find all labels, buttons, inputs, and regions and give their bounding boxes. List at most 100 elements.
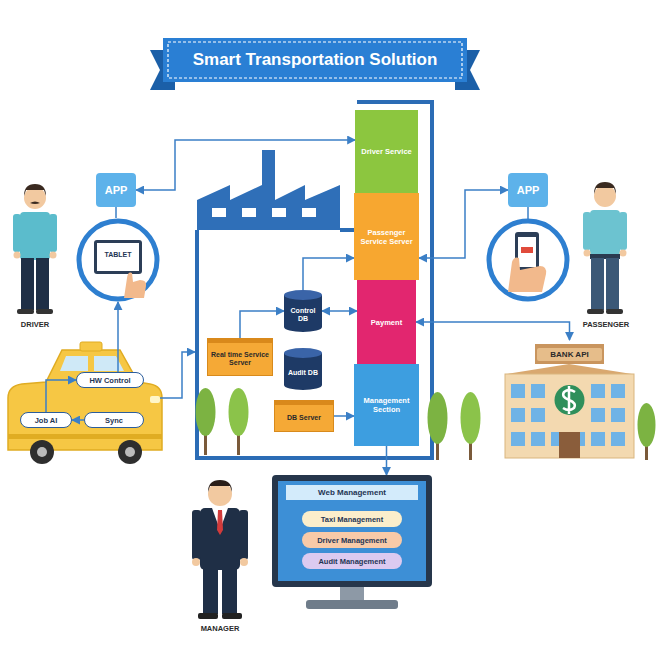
menu-pill: Audit Management	[302, 553, 402, 569]
passenger-figure-part	[594, 182, 616, 194]
node-text: APP	[517, 184, 540, 196]
taxi-car-part	[150, 396, 160, 403]
node-text: Driver Management	[317, 536, 387, 545]
passenger-phone-circle-part	[518, 237, 536, 267]
node-text: Web Management	[286, 485, 418, 500]
trees-part	[196, 388, 216, 436]
database-cylinder: Audit DB	[284, 348, 322, 390]
connector	[136, 140, 355, 190]
node-text: Audit DB	[286, 369, 320, 377]
passenger-phone-circle-part	[521, 247, 533, 253]
window	[591, 384, 605, 398]
title-text: Smart Transportation Solution	[170, 42, 460, 78]
passenger-figure	[583, 182, 627, 314]
passenger-figure-part	[583, 212, 591, 250]
title-banner-part	[163, 38, 467, 82]
trees-part	[428, 392, 448, 444]
manager-figure	[192, 480, 248, 619]
node-text: HW Control	[86, 376, 133, 385]
taxi-car-part	[8, 350, 162, 450]
server-box: DB Server	[274, 400, 334, 432]
manager-figure-part	[192, 558, 200, 566]
driver-figure-part	[36, 258, 49, 310]
window	[511, 432, 525, 446]
connector	[419, 190, 508, 258]
window	[611, 384, 625, 398]
driver-figure-part	[24, 187, 46, 209]
passenger-figure-part	[620, 250, 627, 257]
manager-figure-part	[198, 613, 218, 619]
node-text: Real time Service Server	[208, 351, 272, 367]
driver-figure	[13, 184, 57, 314]
manager-figure-part	[200, 508, 240, 570]
driver-figure-part	[49, 214, 57, 252]
ring	[79, 221, 157, 299]
figure-label: MANAGER	[190, 624, 250, 633]
manager-figure-part	[192, 510, 201, 560]
manager-figure-part	[203, 568, 218, 614]
roof	[507, 364, 632, 374]
monitor-stand	[306, 587, 398, 609]
cylinder-outline	[284, 348, 322, 390]
taxi-car	[8, 342, 162, 464]
tablet-frame	[94, 240, 142, 274]
tablet-illustration	[76, 218, 160, 302]
window	[611, 432, 625, 446]
passenger-figure-part	[606, 258, 619, 310]
passenger-figure-part	[619, 212, 627, 250]
node-text: Audit Management	[318, 557, 385, 566]
server-box: Real time Service Server	[207, 338, 273, 376]
service-box: Passenger Service Server	[354, 193, 419, 280]
node-text: APP	[105, 184, 128, 196]
node-text: DB Server	[284, 414, 324, 422]
module-pill: Job AI	[20, 412, 72, 428]
node-text: Payment	[368, 318, 405, 327]
figure-label: PASSENGER	[575, 320, 637, 329]
taxi-car-part	[125, 447, 135, 457]
node-text: Sync	[102, 416, 126, 425]
taxi-car-part	[8, 434, 162, 439]
driver-figure-part	[24, 184, 46, 196]
database-cylinder: Control DB	[284, 290, 322, 332]
module-pill: HW Control	[76, 372, 144, 388]
dollar-sign	[563, 386, 575, 414]
cylinder-top	[284, 348, 322, 358]
taxi-car-part	[118, 440, 142, 464]
manager-figure-part	[239, 510, 248, 560]
driver-figure-part	[50, 252, 57, 259]
service-box: Management Section	[354, 364, 419, 446]
manager-figure-part	[217, 510, 223, 535]
node-text: Taxi Management	[321, 515, 383, 524]
figure-label: DRIVER	[5, 320, 65, 329]
driver-figure-part	[17, 309, 34, 314]
passenger-figure-part	[591, 258, 604, 310]
passenger-phone-circle-part	[508, 258, 546, 293]
system-boundary-part	[197, 150, 340, 230]
bank-building: BANK API	[497, 340, 642, 460]
monitor-screen: Web ManagementTaxi ManagementDriver Mana…	[272, 475, 432, 587]
passenger-figure-part	[590, 210, 620, 256]
node-text: Job AI	[32, 416, 61, 425]
connector	[72, 419, 84, 421]
manager-figure-part	[208, 480, 232, 492]
cylinder-body	[284, 353, 322, 390]
module-pill: Sync	[84, 412, 144, 428]
driver-figure-part	[36, 309, 53, 314]
service-box: Driver Service	[355, 110, 417, 193]
monitor-stand-part	[340, 587, 364, 601]
driver-figure-part	[14, 252, 21, 259]
trees-part	[638, 403, 656, 447]
taxi-car-part	[94, 356, 124, 371]
passenger-phone-circle-part	[489, 221, 567, 299]
taxi-link-part	[160, 352, 195, 398]
dollar-badge	[555, 385, 585, 415]
node-text: BANK API	[537, 348, 602, 361]
tablet-circle: TABLET	[76, 218, 160, 302]
passenger-phone-circle	[489, 207, 567, 299]
window	[531, 408, 545, 422]
title-banner-part	[168, 42, 462, 78]
connector	[240, 311, 284, 338]
passenger-phone-circle-part	[527, 207, 529, 219]
node-text: TABLET	[99, 251, 137, 258]
node-text: Control DB	[284, 307, 322, 322]
